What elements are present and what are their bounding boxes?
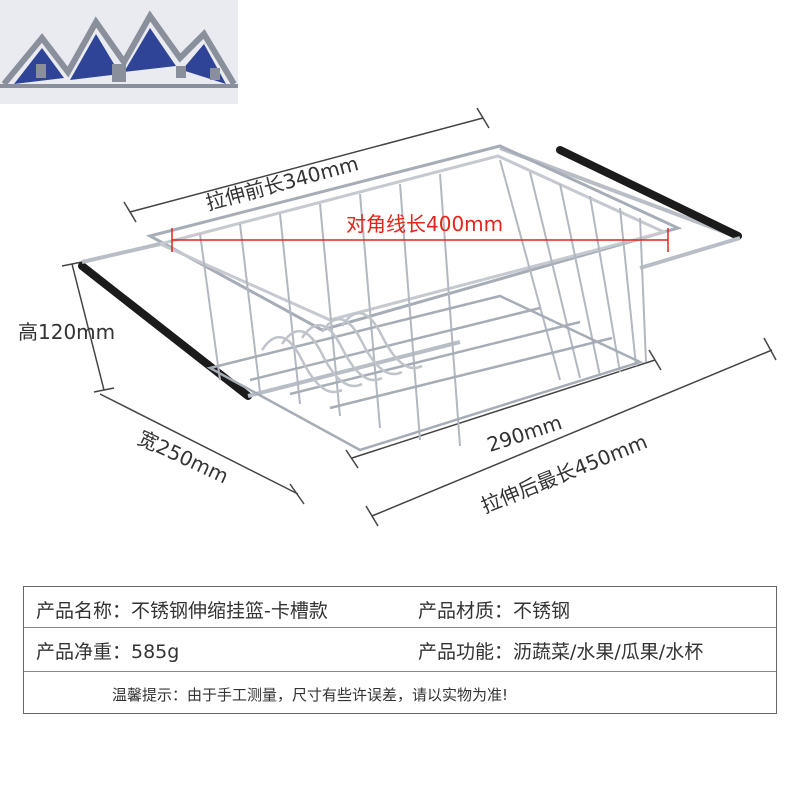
measurement-note: 温馨提示：由于手工测量，尺寸有些许误差，请以实物为准! bbox=[112, 686, 509, 704]
product-weight: 产品净重：585g bbox=[36, 641, 180, 663]
height-label: 高120mm bbox=[18, 320, 116, 344]
diagonal-length-label: 对角线长400mm bbox=[346, 212, 504, 236]
diagonal-line bbox=[171, 228, 669, 252]
product-diagram: 拉伸前长340mm 对角线长400mm 高120mm 宽250mm 290mm … bbox=[0, 104, 800, 574]
spec-note-row: 温馨提示：由于手工测量，尺寸有些许误差，请以实物为准! bbox=[24, 671, 776, 714]
basket-frame bbox=[145, 144, 683, 332]
dimension-lines bbox=[61, 107, 777, 527]
dish-rack-illustration bbox=[61, 107, 777, 527]
spec-row: 产品净重：585g 产品功能：沥蔬菜/水果/瓜果/水杯 bbox=[24, 627, 776, 668]
basket-wires bbox=[199, 159, 647, 447]
product-name: 产品名称：不锈钢伸缩挂篮-卡槽款 bbox=[36, 600, 328, 622]
basket-bottom bbox=[206, 294, 644, 452]
product-material: 产品材质：不锈钢 bbox=[418, 600, 571, 622]
product-function: 产品功能：沥蔬菜/水果/瓜果/水杯 bbox=[418, 641, 704, 663]
spec-row: 产品名称：不锈钢伸缩挂篮-卡槽款 产品材质：不锈钢 bbox=[24, 587, 776, 627]
house-roofs-icon bbox=[0, 10, 238, 88]
spec-table: 产品名称：不锈钢伸缩挂篮-卡槽款 产品材质：不锈钢 产品净重：585g 产品功能… bbox=[23, 586, 777, 714]
plate-slots bbox=[260, 311, 423, 394]
brand-logo bbox=[0, 0, 238, 104]
